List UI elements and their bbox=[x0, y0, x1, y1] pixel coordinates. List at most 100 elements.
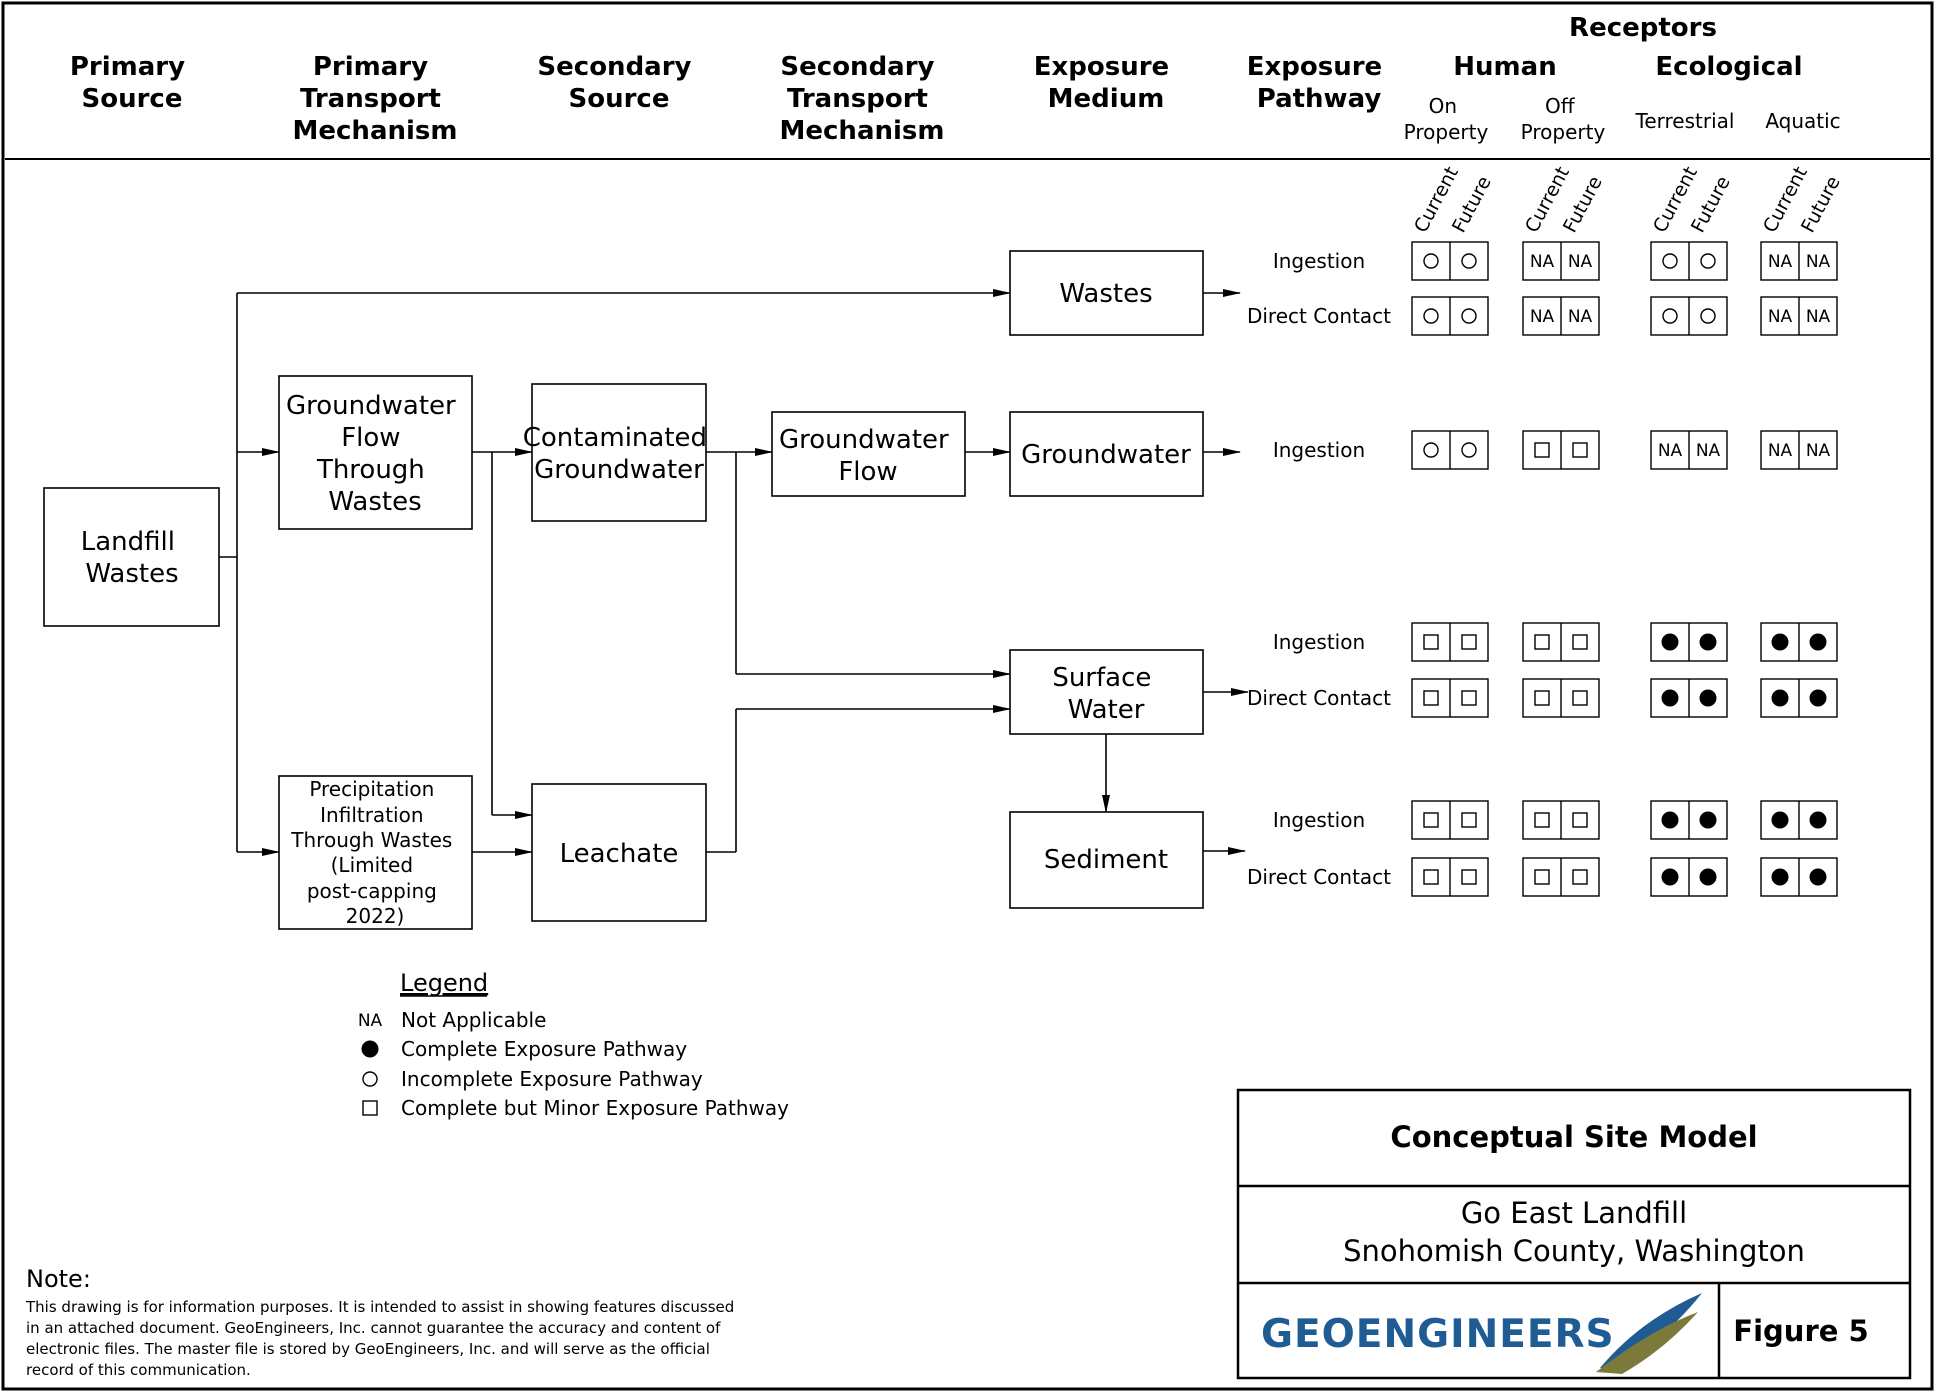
matrix-cell bbox=[1461, 308, 1477, 324]
minor-pathway-symbol bbox=[1423, 812, 1439, 828]
matrix-cell bbox=[1461, 634, 1477, 650]
minor-pathway-symbol bbox=[1423, 869, 1439, 885]
incomplete-pathway-symbol bbox=[1700, 253, 1716, 269]
not-applicable-symbol: NA bbox=[1806, 252, 1831, 272]
title-block: Conceptual Site Model Go East Landfill S… bbox=[1236, 1088, 1912, 1380]
note-line: electronic files. The master file is sto… bbox=[26, 1340, 710, 1358]
header-human: Human bbox=[1453, 52, 1556, 82]
minor-pathway-symbol bbox=[1572, 690, 1588, 706]
matrix-cell bbox=[1423, 442, 1439, 458]
matrix-cell bbox=[1534, 442, 1550, 458]
header-on-property: On Property bbox=[1404, 94, 1489, 144]
matrix-cell bbox=[1461, 442, 1477, 458]
incomplete-pathway-symbol bbox=[1662, 308, 1678, 324]
incomplete-pathway-symbol bbox=[1461, 308, 1477, 324]
complete-pathway-symbol bbox=[361, 1040, 379, 1058]
minor-pathway-symbol bbox=[1572, 869, 1588, 885]
legend-item: NA Not Applicable bbox=[358, 1008, 547, 1032]
not-applicable-symbol: NA bbox=[1658, 441, 1683, 461]
matrix-cell bbox=[1534, 634, 1550, 650]
matrix-cell bbox=[1809, 868, 1827, 886]
header-ecological: Ecological bbox=[1655, 52, 1802, 82]
complete-pathway-symbol bbox=[1661, 633, 1679, 651]
incomplete-pathway-symbol bbox=[1461, 253, 1477, 269]
pathway-label: Direct Contact bbox=[1247, 304, 1391, 328]
title-block-site-line1: Go East Landfill bbox=[1461, 1196, 1687, 1230]
label-wastes: Wastes bbox=[1059, 279, 1152, 309]
matrix-cell bbox=[1661, 633, 1679, 651]
matrix-cell bbox=[1572, 442, 1588, 458]
complete-pathway-symbol bbox=[1699, 689, 1717, 707]
matrix-cell bbox=[1534, 690, 1550, 706]
matrix-cell bbox=[1461, 253, 1477, 269]
matrix-cell: NA bbox=[1658, 441, 1683, 461]
not-applicable-symbol: NA bbox=[1768, 252, 1793, 272]
matrix-cell bbox=[1461, 812, 1477, 828]
matrix-cell: NA bbox=[1696, 441, 1721, 461]
minor-pathway-symbol bbox=[1461, 634, 1477, 650]
complete-pathway-symbol bbox=[1809, 811, 1827, 829]
complete-pathway-symbol bbox=[1699, 868, 1717, 886]
pathway-label: Direct Contact bbox=[1247, 686, 1391, 710]
logo-swoosh-blue bbox=[1600, 1293, 1702, 1368]
complete-pathway-symbol bbox=[1771, 811, 1789, 829]
legend-label: Not Applicable bbox=[401, 1008, 546, 1032]
header-primary-source: Primary Source bbox=[70, 52, 194, 114]
complete-pathway-symbol bbox=[1661, 689, 1679, 707]
legend-symbol bbox=[362, 1100, 378, 1116]
matrix-cell bbox=[1572, 634, 1588, 650]
matrix-cell bbox=[1661, 689, 1679, 707]
complete-pathway-symbol bbox=[1809, 633, 1827, 651]
matrix-cell bbox=[1809, 633, 1827, 651]
matrix-cell bbox=[1699, 689, 1717, 707]
matrix-cell bbox=[1423, 869, 1439, 885]
minor-pathway-symbol bbox=[1534, 690, 1550, 706]
not-applicable-symbol: NA bbox=[1696, 441, 1721, 461]
complete-pathway-symbol bbox=[1699, 633, 1717, 651]
matrix-cell: NA bbox=[1568, 252, 1593, 272]
minor-pathway-symbol bbox=[1461, 812, 1477, 828]
legend-label: Complete Exposure Pathway bbox=[401, 1037, 687, 1061]
matrix-row: Ingestion NA NA NA NA bbox=[1273, 241, 1838, 281]
matrix-cell bbox=[1699, 811, 1717, 829]
geoengineers-logo: GEOENGINEERS bbox=[1261, 1293, 1702, 1374]
matrix-cell bbox=[1572, 812, 1588, 828]
pathway-label: Ingestion bbox=[1273, 249, 1365, 273]
label-groundwater-flow-through-wastes: Groundwater Flow Through Wastes bbox=[286, 391, 464, 517]
label-groundwater-flow: Groundwater Flow bbox=[779, 425, 957, 487]
matrix-cell bbox=[1771, 633, 1789, 651]
matrix-cell: NA bbox=[1568, 307, 1593, 327]
complete-pathway-symbol bbox=[1661, 811, 1679, 829]
note-line: record of this communication. bbox=[26, 1361, 251, 1379]
matrix-cell bbox=[1809, 811, 1827, 829]
minor-pathway-symbol bbox=[362, 1100, 378, 1116]
matrix-cell bbox=[1809, 689, 1827, 707]
matrix-cell bbox=[1662, 253, 1678, 269]
pathway-label: Ingestion bbox=[1273, 630, 1365, 654]
pathway-label: Ingestion bbox=[1273, 438, 1365, 462]
not-applicable-symbol: NA bbox=[1806, 441, 1831, 461]
minor-pathway-symbol bbox=[1461, 869, 1477, 885]
minor-pathway-symbol bbox=[1423, 634, 1439, 650]
matrix-cell bbox=[1423, 308, 1439, 324]
header-off-property: Off Property bbox=[1521, 94, 1606, 144]
legend-symbol bbox=[361, 1040, 379, 1058]
header-secondary-source: Secondary Source bbox=[537, 52, 700, 114]
matrix-cell bbox=[1771, 811, 1789, 829]
complete-pathway-symbol bbox=[1771, 633, 1789, 651]
matrix-cell: NA bbox=[1530, 252, 1555, 272]
matrix-cell bbox=[1771, 868, 1789, 886]
complete-pathway-symbol bbox=[1809, 868, 1827, 886]
minor-pathway-symbol bbox=[1572, 442, 1588, 458]
matrix-cell bbox=[1423, 253, 1439, 269]
incomplete-pathway-symbol bbox=[1423, 253, 1439, 269]
logo-swoosh-olive bbox=[1596, 1312, 1698, 1374]
matrix-cell bbox=[1662, 308, 1678, 324]
pathway-label: Ingestion bbox=[1273, 808, 1365, 832]
not-applicable-symbol: NA bbox=[358, 1011, 383, 1031]
complete-pathway-symbol bbox=[1699, 811, 1717, 829]
